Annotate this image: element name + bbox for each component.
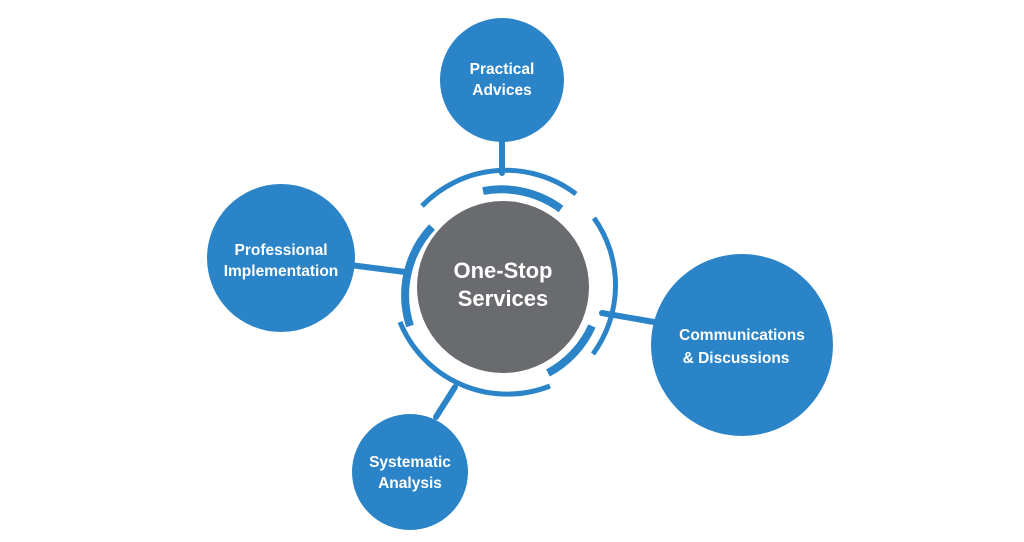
outer-ring-top-arc [420, 167, 578, 208]
node-label-line2: & Discussions [683, 350, 790, 367]
node-professional-implementation: Professional Implementation [207, 184, 355, 332]
node-practical-advices: Practical Advices [440, 18, 564, 142]
outer-ring-right-arc [590, 216, 618, 356]
inner-ring-left-arc [401, 224, 435, 328]
node-label-line1: Practical [470, 61, 535, 78]
center-rings [397, 167, 618, 397]
node-label-line1: Systematic [369, 454, 451, 471]
node-circle [651, 254, 833, 436]
node-label-line1: Communications [679, 327, 805, 344]
node-systematic-analysis: Systematic Analysis [352, 414, 468, 530]
node-circle [440, 18, 564, 142]
center-label-line1: One-Stop [454, 258, 553, 283]
connector-systematic-analysis [433, 384, 458, 420]
node-circle [207, 184, 355, 332]
inner-ring-top-arc [482, 185, 564, 213]
node-label-line2: Implementation [224, 263, 339, 280]
center-label-line2: Services [458, 286, 549, 311]
inner-ring-bottom-arc [546, 324, 596, 377]
connector-professional-implementation [347, 262, 408, 275]
center-node: One-Stop Services [417, 201, 589, 373]
node-label-line2: Advices [472, 82, 531, 99]
outer-ring-bottom-arc [397, 321, 551, 397]
node-circle [352, 414, 468, 530]
node-label-line2: Analysis [378, 475, 442, 492]
node-communications-discussions: Communications & Discussions [651, 254, 833, 436]
center-circle [417, 201, 589, 373]
node-label-line1: Professional [234, 242, 327, 259]
